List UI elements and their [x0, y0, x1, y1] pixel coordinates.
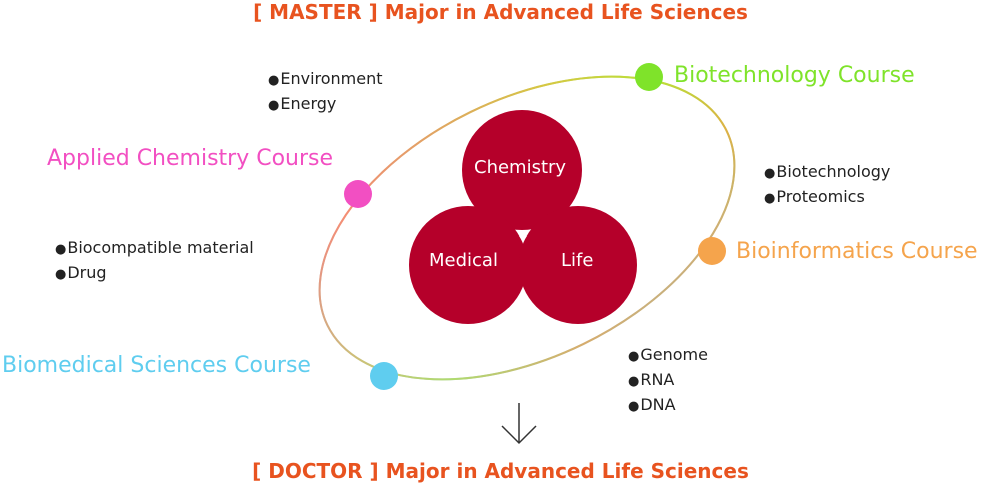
- topic-item: Drug: [55, 261, 254, 286]
- medical-circle: [409, 206, 527, 324]
- applied-chemistry-course-label: Applied Chemistry Course: [47, 146, 334, 171]
- orbit-ring-overlay: [318, 75, 736, 381]
- master-title: [ MASTER ] Major in Advanced Life Scienc…: [253, 0, 748, 24]
- bioinformatics-dot: [698, 237, 726, 265]
- bioinformatics-topics: Genome RNA DNA: [628, 343, 708, 418]
- topic-item: Energy: [268, 92, 383, 117]
- topic-item: Proteomics: [764, 185, 890, 210]
- topic-item: Environment: [268, 67, 382, 92]
- life-circle: [519, 206, 637, 324]
- applied-chemistry-dot: [344, 180, 372, 208]
- center-triangle-icon: [519, 236, 527, 242]
- biotechnology-course-label: Biotechnology Course: [674, 63, 915, 88]
- topic-item: Genome: [628, 343, 708, 368]
- topic-item: Biotechnology: [764, 160, 890, 185]
- biotechnology-dot: [635, 63, 663, 91]
- down-arrow-icon: [501, 403, 537, 445]
- applied-chemistry-topics: Biocompatible material Drug: [55, 236, 254, 286]
- bioinformatics-course-label: Bioinformatics Course: [736, 239, 978, 264]
- life-label: Life: [561, 250, 594, 271]
- topic-item: DNA: [628, 393, 708, 418]
- chemistry-circle: [462, 110, 582, 230]
- environment-topics: Environment Energy: [268, 67, 383, 117]
- chemistry-label: Chemistry: [474, 157, 567, 178]
- doctor-title: [ DOCTOR ] Major in Advanced Life Scienc…: [252, 459, 749, 483]
- biomedical-course-label: Biomedical Sciences Course: [2, 353, 311, 378]
- medical-label: Medical: [429, 250, 498, 271]
- topic-item: Biocompatible material: [55, 236, 253, 261]
- topic-item: RNA: [628, 368, 708, 393]
- biomedical-dot: [370, 362, 398, 390]
- biotechnology-topics: Biotechnology Proteomics: [764, 160, 890, 210]
